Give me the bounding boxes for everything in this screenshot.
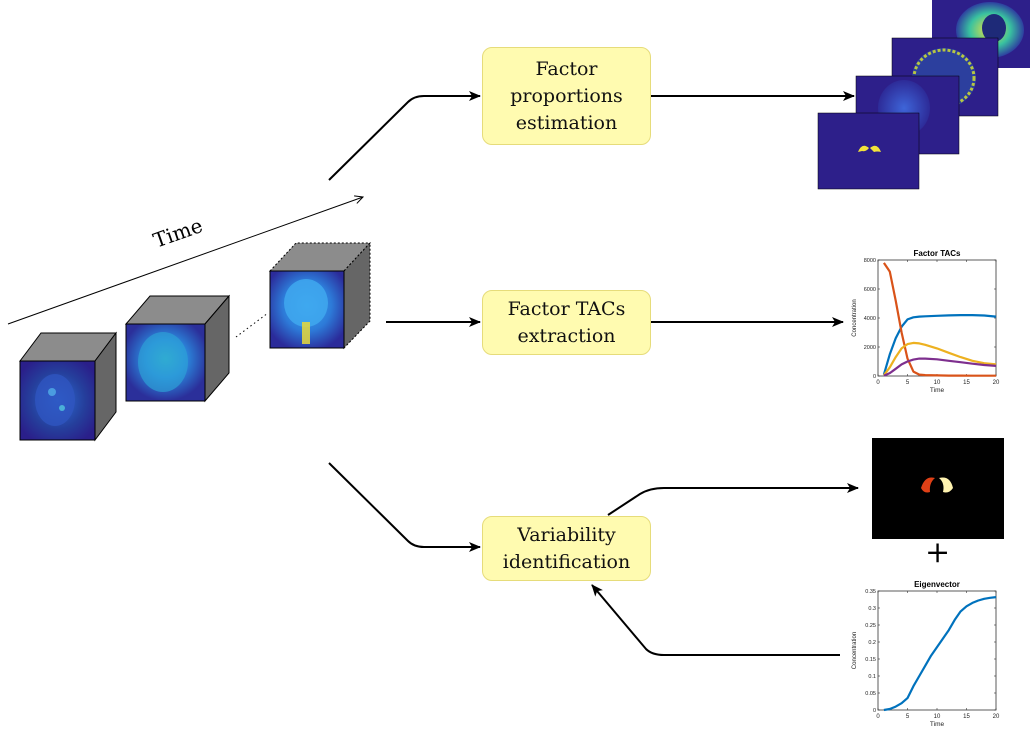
variability-box: Variability identification: [482, 516, 651, 581]
factor-proportions-box: Factor proportions estimation: [482, 47, 651, 145]
y-tick-label: 2000: [864, 345, 876, 351]
box-line: extraction: [517, 324, 616, 347]
arrow-from-eigenvector: [591, 584, 840, 656]
factor-map-stack: [817, 0, 1030, 190]
x-tick-label: 15: [963, 380, 970, 386]
y-tick-label: 6000: [864, 287, 876, 293]
chart-title: Eigenvector: [914, 580, 960, 589]
variability-map: [872, 438, 1004, 539]
x-tick-label: 15: [963, 714, 970, 720]
x-tick-label: 10: [934, 380, 941, 386]
box-line: proportions: [510, 84, 623, 107]
series-line-1: [882, 314, 997, 375]
arrow-to-proportions: [328, 91, 481, 181]
plus-sign: +: [925, 535, 951, 570]
volume-cube-1: [19, 331, 117, 442]
x-tick-label: 20: [993, 380, 1000, 386]
y-tick-label: 4000: [864, 316, 876, 322]
x-tick-label: 0: [876, 714, 880, 720]
y-tick-label: 0.05: [865, 691, 876, 697]
y-tick-label: 0.15: [865, 657, 876, 663]
y-tick-label: 0.2: [868, 640, 876, 646]
x-axis-label: Time: [930, 721, 945, 728]
plot-area: [877, 259, 997, 377]
eigenvector-chart: Eigenvector 0 5 10 15 20 0 0.05 0.1 0.15 0.2 0.25 0.…: [852, 580, 1000, 728]
y-tick-label: 0.1: [868, 674, 876, 680]
arrow-to-variability-map: [607, 483, 859, 516]
x-axis-label: Time: [930, 387, 945, 394]
factor-tacs-chart: Factor TACs 0 5 10 15 20 0 2000 4000 6000 8000Time…: [852, 249, 1000, 394]
y-tick-label: 0.35: [865, 589, 876, 595]
box-line: Factor TACs: [507, 297, 626, 320]
plot-area: [877, 590, 997, 711]
series-line-3: [883, 341, 997, 376]
y-axis-label: Concentration: [852, 632, 858, 669]
y-tick-label: 8000: [864, 258, 876, 264]
series-line-4: [883, 357, 997, 377]
y-tick-label: 0.25: [865, 623, 876, 629]
box-line: Variability: [517, 523, 616, 546]
x-tick-label: 5: [906, 380, 910, 386]
series-line-2: [882, 262, 996, 377]
box-line: estimation: [515, 111, 618, 134]
x-tick-label: 5: [906, 714, 910, 720]
y-axis-label: Concentration: [852, 299, 858, 336]
arrow-to-variability: [328, 462, 481, 552]
x-tick-label: 10: [934, 714, 941, 720]
factor-tacs-box: Factor TACs extraction: [482, 290, 651, 355]
box-line: Factor: [535, 57, 598, 80]
y-tick-label: 0.3: [868, 606, 876, 612]
chart-title: Factor TACs: [914, 249, 962, 258]
time-axis-arrow: [7, 197, 363, 325]
box-line: identification: [502, 550, 631, 573]
series-line-1: [883, 596, 997, 712]
volume-cube-2: [124, 294, 231, 403]
x-tick-label: 20: [993, 714, 1000, 720]
sequence-dots: [235, 312, 269, 338]
y-tick-label: 0: [873, 708, 876, 714]
x-tick-label: 0: [876, 380, 880, 386]
y-tick-label: 0: [873, 374, 876, 380]
volume-cube-3: [268, 241, 372, 350]
